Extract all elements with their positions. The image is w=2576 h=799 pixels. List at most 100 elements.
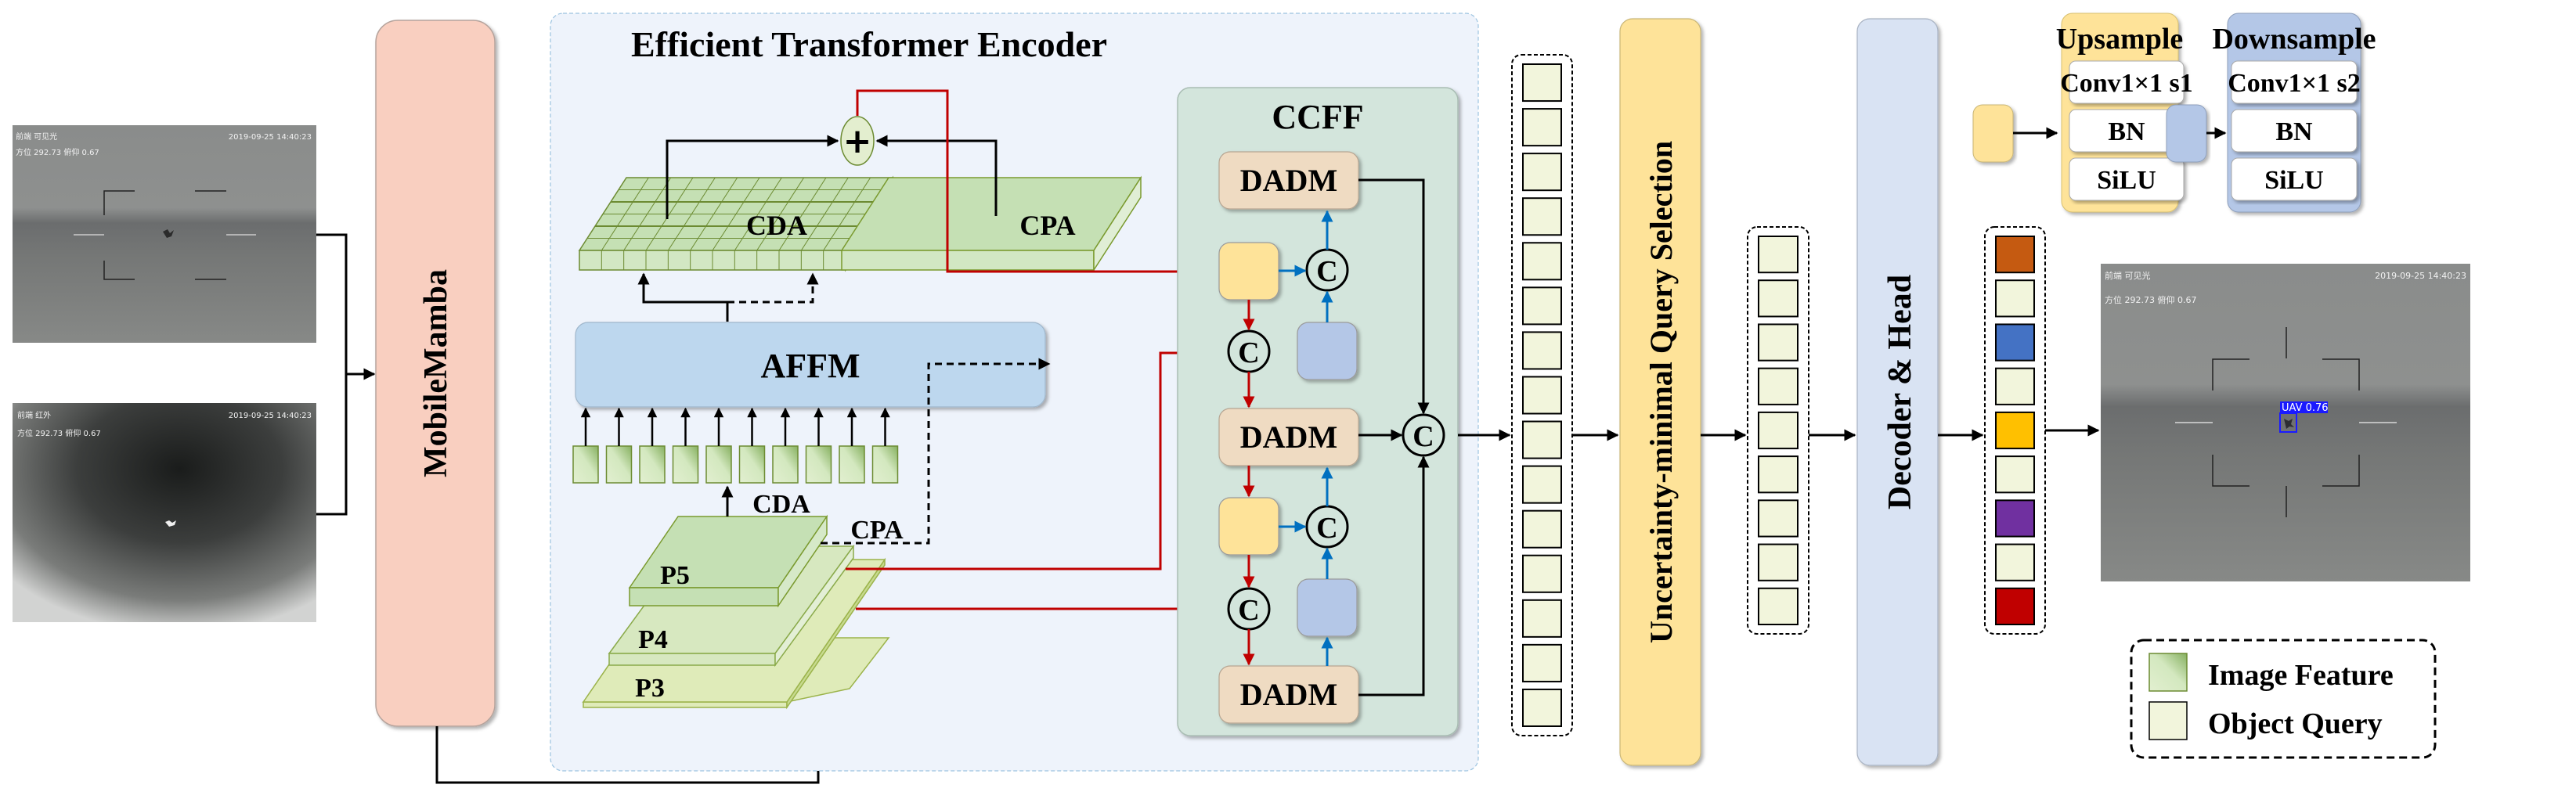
dadm-label: DADM <box>1240 419 1337 455</box>
upsample-swatch <box>1972 104 2014 163</box>
concat-icon: C <box>1238 337 1259 369</box>
output-query-stack <box>1984 226 2046 635</box>
query-token <box>1995 499 2035 538</box>
affm-label: AFFM <box>760 347 860 385</box>
query-token <box>1758 455 1799 494</box>
query-token <box>1758 323 1799 362</box>
query-token <box>1758 279 1799 318</box>
p4-label: P4 <box>638 625 668 654</box>
decoder-head-block[interactable]: Decoder & Head <box>1856 18 1939 766</box>
plus-icon: + <box>843 121 872 161</box>
p5-label: P5 <box>660 561 690 590</box>
query-token <box>1758 411 1799 450</box>
query-token <box>1522 376 1562 415</box>
concat-icon: C <box>1412 420 1434 453</box>
backbone-block[interactable]: MobileMamba <box>375 20 496 727</box>
downsample-swatch <box>2166 104 2207 163</box>
query-token <box>1995 279 2035 318</box>
query-token <box>1995 323 2035 362</box>
query-token <box>1522 331 1562 370</box>
query-token <box>1522 643 1562 682</box>
layer-label: SiLU <box>2097 166 2156 195</box>
query-token <box>1995 367 2035 405</box>
concat-icon: C <box>1316 512 1337 545</box>
layer-label: BN <box>2275 117 2313 146</box>
query-token <box>1522 465 1562 504</box>
cpa-feature-map: CPA <box>840 175 1142 272</box>
cam-label: 前端 可见光 <box>2105 270 2151 281</box>
query-token <box>1522 286 1562 326</box>
cam-timestamp: 2019-09-25 14:40:23 <box>229 133 312 142</box>
cam-label: 前端 红外 <box>17 410 51 420</box>
downsample-title: Downsample <box>2212 23 2376 56</box>
add-node: + <box>840 116 875 166</box>
concat-node: C <box>1305 248 1349 292</box>
dadm-block-1[interactable]: DADM <box>1218 151 1359 210</box>
feature-token <box>572 407 599 484</box>
concat-node: C <box>1227 329 1271 373</box>
encoded-feature-red-path <box>856 89 1220 278</box>
reticle-icon <box>2212 327 2360 517</box>
concat-node: C <box>1227 587 1271 631</box>
legend-label-image-feature: Image Feature <box>2208 659 2394 692</box>
ccff-connector <box>1358 455 1430 696</box>
encoder-query-stack <box>1511 54 1573 736</box>
feature-token <box>805 407 832 484</box>
ccff-title: CCFF <box>1272 98 1363 136</box>
input-visible-image: 前端 可见光 2019-09-25 14:40:23 方位 292.73 俯仰 … <box>13 125 316 343</box>
downsample-block[interactable] <box>1297 578 1358 637</box>
cam-timestamp: 2019-09-25 14:40:23 <box>2375 271 2466 281</box>
layer-label: SiLU <box>2264 166 2324 195</box>
pyramid-level-p5: P5 <box>628 514 828 608</box>
query-token <box>1758 543 1799 581</box>
ccff-connector <box>1358 178 1430 415</box>
query-token <box>1995 455 2035 494</box>
query-token <box>1995 411 2035 450</box>
drone-icon <box>165 520 176 527</box>
p3-label: P3 <box>635 674 665 703</box>
feature-token <box>672 407 699 484</box>
layer-0: Conv1×1 s1 <box>2060 60 2193 104</box>
cam-label: 前端 可见光 <box>16 131 57 142</box>
layer-2: SiLU <box>2069 157 2185 201</box>
layer-label: BN <box>2108 117 2145 146</box>
detection-result-image: 前端 可见光 2019-09-25 14:40:23 方位 292.73 俯仰 … <box>2101 264 2470 581</box>
query-token <box>1758 587 1799 625</box>
dadm-block-2[interactable]: DADM <box>1218 408 1359 466</box>
cda-arrow-label: CDA <box>752 490 810 519</box>
cda-label: CDA <box>746 210 807 241</box>
layer-1: BN <box>2069 109 2185 153</box>
query-token <box>1522 420 1562 459</box>
dadm-label: DADM <box>1240 677 1337 712</box>
cpa-label: CPA <box>1019 210 1075 241</box>
query-token <box>1522 153 1562 192</box>
concat-icon: C <box>1238 594 1259 627</box>
cpa-to-add-arrow <box>875 135 998 216</box>
query-token <box>1522 509 1562 549</box>
layer-2: SiLU <box>2231 157 2358 201</box>
cam-telemetry: 方位 292.73 俯仰 0.67 <box>2105 294 2196 305</box>
upsample-block[interactable] <box>1218 242 1279 301</box>
feature-token <box>705 407 732 484</box>
query-token <box>1522 197 1562 236</box>
p5-cpa-arrow <box>821 358 1051 545</box>
legend: Image Feature Object Query <box>2130 639 2437 759</box>
cpa-arrow-label: CPA <box>850 516 904 545</box>
query-selection-block[interactable]: Uncertainty-minimal Query Selection <box>1619 18 1701 766</box>
feature-pyramid: P3 P4 P5 <box>582 514 890 710</box>
cam-telemetry: 方位 292.73 俯仰 0.67 <box>17 428 101 438</box>
feature-token <box>639 407 666 484</box>
selected-query-stack <box>1747 226 1809 635</box>
feature-token <box>871 407 899 484</box>
concat-node-final: C <box>1402 413 1445 457</box>
dadm-label: DADM <box>1240 163 1337 198</box>
layer-1: BN <box>2231 109 2358 153</box>
dadm-block-3[interactable]: DADM <box>1218 665 1359 724</box>
downsample-block[interactable] <box>1297 322 1358 380</box>
upsample-block[interactable] <box>1218 497 1279 556</box>
query-token <box>1758 236 1799 274</box>
query-selection-label: Uncertainty-minimal Query Selection <box>1643 141 1679 643</box>
